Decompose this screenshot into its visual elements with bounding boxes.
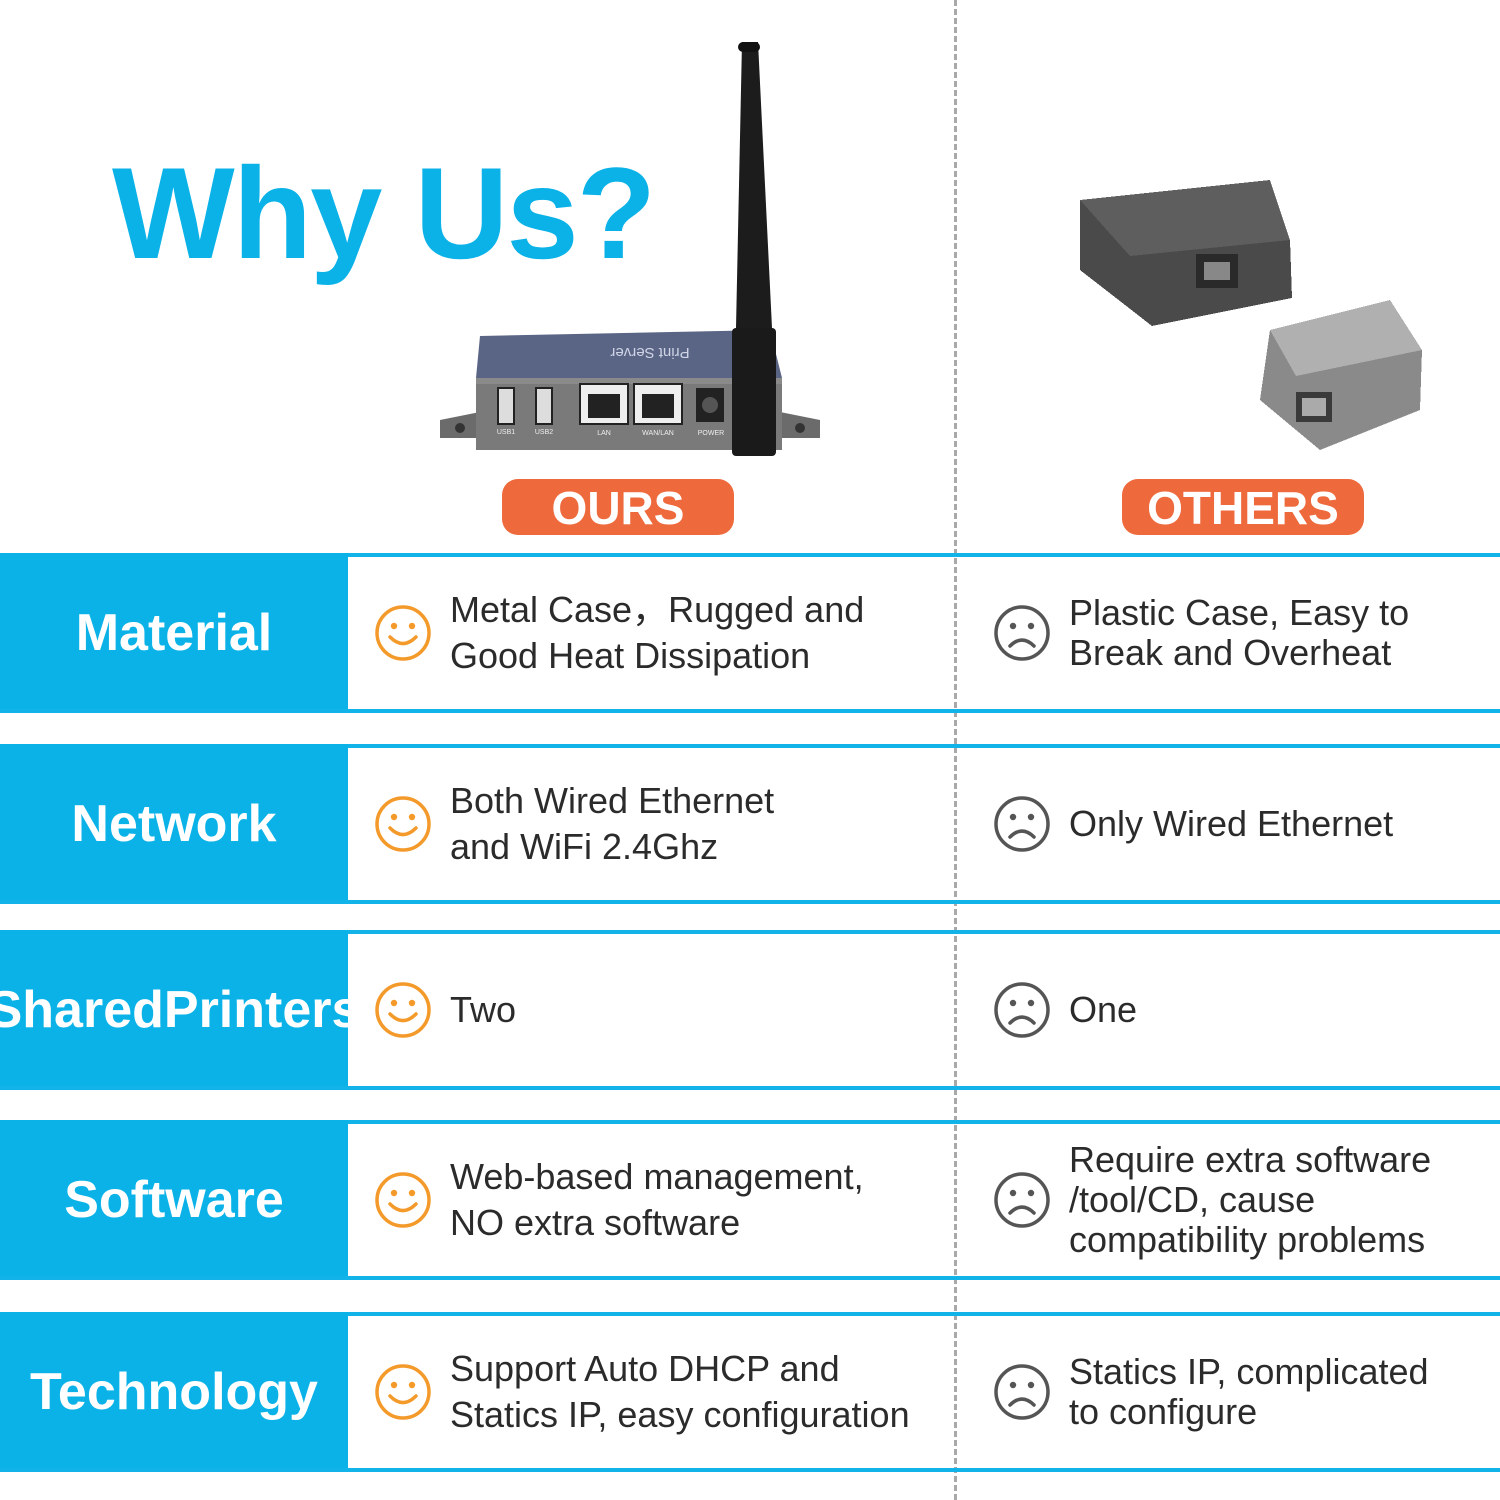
smiley-face-icon: [375, 1172, 431, 1228]
row-top-border: [0, 1312, 1500, 1316]
row-top-border: [0, 930, 1500, 934]
ours-cell: Support Auto DHCP and Statics IP, easy c…: [374, 1316, 944, 1468]
category-label-line: Network: [71, 795, 277, 853]
sad-face-icon: [994, 1364, 1050, 1420]
others-cell: Plastic Case, Easy to Break and Overheat: [993, 557, 1493, 709]
ours-cell: Both Wired Ethernet and WiFi 2.4Ghz: [374, 748, 944, 900]
others-feature-text: Plastic Case, Easy to Break and Overheat: [1069, 592, 1410, 673]
usb2-port-label: USB2: [535, 429, 553, 436]
row-bottom-border: [0, 1086, 1500, 1090]
ours-feature-text: Metal Case，Rugged and Good Heat Dissipat…: [450, 589, 865, 676]
category-label-line: Shared: [0, 981, 164, 1039]
smiley-face-icon: [375, 1364, 431, 1420]
ours-cell: Metal Case，Rugged and Good Heat Dissipat…: [374, 557, 944, 709]
row-top-border: [0, 1120, 1500, 1124]
others-feature-text: Only Wired Ethernet: [1069, 803, 1394, 844]
power-port-label: POWER: [698, 430, 724, 437]
sad-face-icon: [994, 1172, 1050, 1228]
row-top-border: [0, 553, 1500, 557]
smiley-face-icon: [375, 796, 431, 852]
ours-feature-text: Both Wired Ethernet and WiFi 2.4Ghz: [450, 780, 775, 867]
usb1-port-label: USB1: [497, 429, 515, 436]
row-bottom-border: [0, 900, 1500, 904]
ours-cell: Two: [374, 934, 944, 1086]
others-feature-text: Statics IP, complicated to configure: [1069, 1351, 1429, 1432]
others-badge: OTHERS: [1122, 479, 1364, 535]
comparison-row: Technology Support Auto DHCP and Statics …: [0, 1312, 1500, 1472]
ours-feature-text: Web-based management, NO extra software: [450, 1156, 864, 1243]
competitor-devices-image: [1080, 180, 1422, 450]
device-brand-label: Print Server: [610, 344, 689, 361]
others-feature-text: One: [1069, 989, 1138, 1030]
category-label-line: Material: [75, 604, 273, 662]
page-title: Why Us?: [112, 140, 656, 286]
others-cell: One: [993, 934, 1493, 1086]
sad-face-icon: [994, 605, 1050, 661]
row-category-label: Material: [0, 553, 348, 713]
row-category-label: Network: [0, 744, 348, 904]
row-top-border: [0, 744, 1500, 748]
comparison-row: Network Both Wired Ethernet and WiFi 2.4G…: [0, 744, 1500, 904]
category-label-line: Software: [64, 1171, 284, 1229]
ours-feature-text: Two: [450, 989, 517, 1030]
comparison-row: Material Metal Case，Rugged and Good Heat …: [0, 553, 1500, 713]
sad-face-icon: [994, 796, 1050, 852]
smiley-face-icon: [375, 982, 431, 1038]
print-server-device-image: Print Server USB1 USB2 LAN WAN/LAN POWER: [440, 42, 820, 456]
ours-feature-text: Support Auto DHCP and Statics IP, easy c…: [450, 1348, 910, 1435]
others-cell: Only Wired Ethernet: [993, 748, 1493, 900]
others-cell: Statics IP, complicated to configure: [993, 1316, 1493, 1468]
comparison-row: Software Web-based management, NO extra s…: [0, 1120, 1500, 1280]
row-bottom-border: [0, 709, 1500, 713]
lan-port-label: LAN: [597, 430, 611, 437]
row-bottom-border: [0, 1276, 1500, 1280]
ours-cell: Web-based management, NO extra software: [374, 1124, 944, 1276]
row-category-label: Software: [0, 1120, 348, 1280]
others-feature-text: Require extra software /tool/CD, cause c…: [1069, 1139, 1432, 1260]
row-category-label: Technology: [0, 1312, 348, 1472]
row-bottom-border: [0, 1468, 1500, 1472]
others-cell: Require extra software /tool/CD, cause c…: [993, 1124, 1493, 1276]
smiley-face-icon: [375, 605, 431, 661]
sad-face-icon: [994, 982, 1050, 1038]
column-divider: [954, 0, 957, 1500]
category-label-line: Technology: [30, 1363, 318, 1421]
category-label-line: Printers: [163, 981, 361, 1039]
ours-badge: OURS: [502, 479, 734, 535]
wan-port-label: WAN/LAN: [642, 430, 674, 437]
